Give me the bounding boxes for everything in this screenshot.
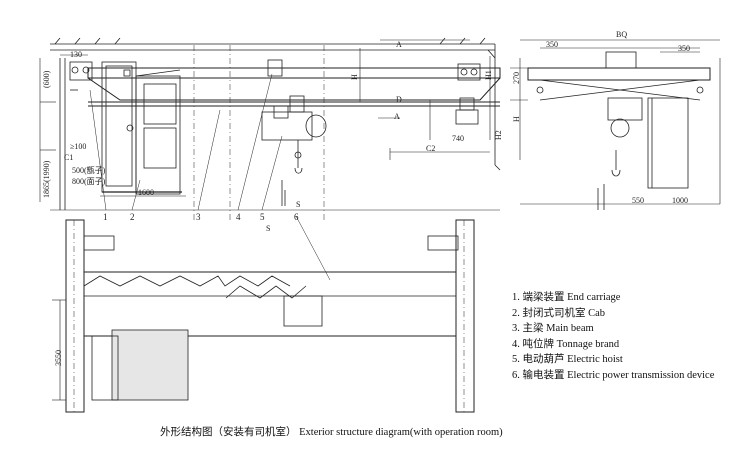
side-elevation <box>510 39 721 210</box>
legend-item-power-transmission: 6. 输电装置 Electric power transmission devi… <box>512 369 715 381</box>
callout-2: 2 <box>130 212 135 222</box>
dim-c1: C1 <box>64 153 74 162</box>
dim-100: ≥100 <box>70 142 87 151</box>
dim-d: D <box>396 95 402 104</box>
dim-h: H <box>350 74 359 80</box>
hoist-front <box>261 59 327 206</box>
callout-3: 3 <box>196 212 201 222</box>
dim-1865: 1865(1990) <box>42 160 51 198</box>
dim-s: S <box>296 200 301 209</box>
front-dimension-lines <box>39 39 500 211</box>
dim-1600: 1600 <box>138 188 154 197</box>
dim-aa: A <box>394 112 400 121</box>
diagram-caption: 外形结构图（安装有司机室） Exterior structure diagram… <box>160 427 503 438</box>
dim-130: 130 <box>70 50 82 59</box>
end-carriage-left <box>59 58 93 210</box>
legend-item-tonnage-brand: 4. 吨位牌 Tonnage brand <box>512 338 620 350</box>
callout-6: 6 <box>294 212 299 222</box>
callout-5: 5 <box>260 212 265 222</box>
end-carriage-right <box>455 63 481 125</box>
dim-c2: C2 <box>426 144 436 153</box>
dim-s-plan: S <box>266 224 271 233</box>
dim-800: 800(面子) <box>72 177 106 186</box>
dim-1000: 1000 <box>672 196 688 205</box>
dim-h2: H2 <box>494 130 503 140</box>
dim-350b: 350 <box>678 44 690 53</box>
centre-lines <box>193 45 325 220</box>
legend-item-cab: 2. 封闭式司机室 Cab <box>512 307 606 319</box>
dim-h-side: H <box>512 116 521 122</box>
dim-bq: BQ <box>616 30 628 39</box>
dim-350: 350 <box>546 40 558 49</box>
dim-3550: 3550 <box>54 350 63 366</box>
main-beam-front <box>87 67 501 107</box>
dim-270: 270 <box>512 72 521 84</box>
legend: 1. 端梁装置 End carriage 2. 封闭式司机室 Cab 3. 主梁… <box>512 290 714 383</box>
legend-item-main-beam: 3. 主梁 Main beam <box>512 323 594 334</box>
callout-leaders <box>89 73 331 281</box>
callout-4: 4 <box>236 212 241 222</box>
dim-500: 500(甑子) <box>72 166 106 175</box>
plan-view <box>52 219 475 413</box>
cab-front <box>101 61 182 195</box>
dim-600: (600) <box>42 70 51 88</box>
legend-item-electric-hoist: 5. 电动葫芦 Electric hoist <box>512 354 623 365</box>
callout-1: 1 <box>103 212 108 222</box>
dim-a: A <box>396 40 402 49</box>
dim-550: 550 <box>632 196 644 205</box>
building-ceiling <box>50 37 501 171</box>
dim-740: 740 <box>452 134 464 143</box>
dim-h1: H1 <box>484 70 493 80</box>
legend-item-end-carriage: 1. 端梁装置 End carriage <box>512 292 621 303</box>
front-elevation <box>39 37 501 281</box>
